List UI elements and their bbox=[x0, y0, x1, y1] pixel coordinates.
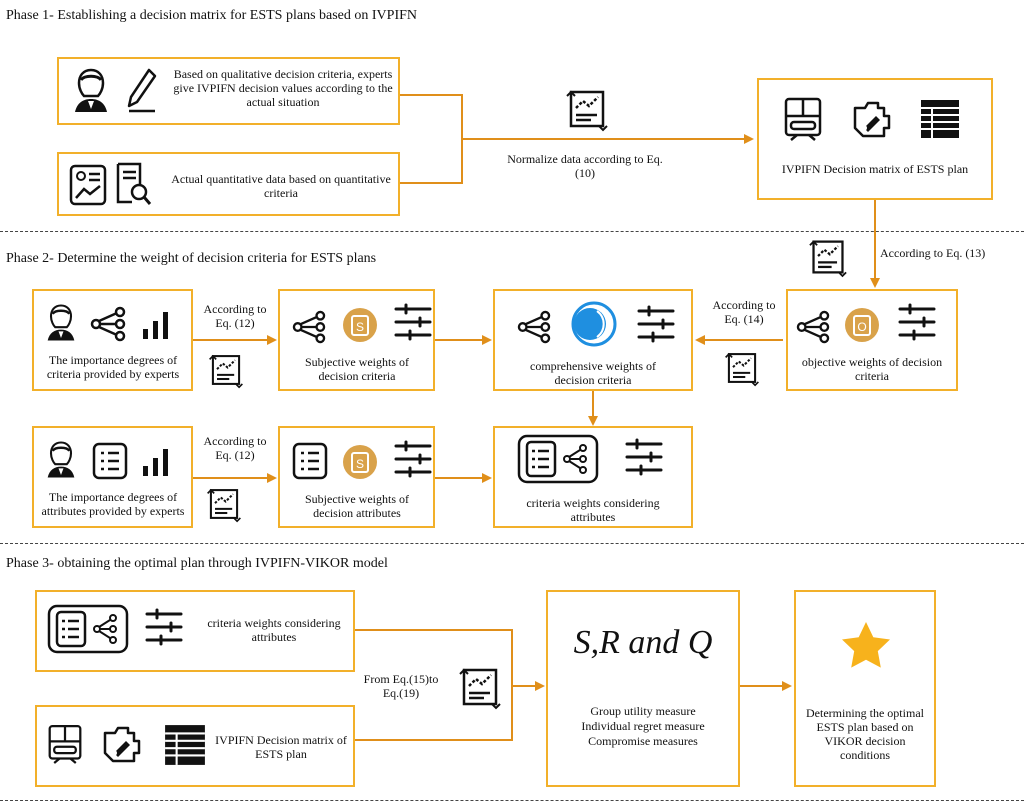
p3-decision-matrix-text: IVPIFN Decision matrix of ESTS plan bbox=[215, 733, 347, 761]
subjective-criteria-box: S Subjective weights of decision criteri… bbox=[278, 289, 435, 391]
table-icon bbox=[165, 725, 205, 765]
normalize-label: Normalize data according to Eq.(10) bbox=[507, 152, 663, 180]
bar-chart-icon bbox=[143, 312, 168, 339]
eq15-19-label: From Eq.(15)to Eq.(19) bbox=[363, 672, 439, 700]
importance-attributes-text: The importance degrees of attributes pro… bbox=[41, 490, 185, 518]
star-icon bbox=[842, 622, 890, 668]
train-icon bbox=[48, 724, 82, 764]
id-card-icon bbox=[69, 164, 107, 206]
list-network-icon bbox=[517, 434, 599, 484]
sliders-icon bbox=[637, 305, 675, 343]
optimal-plan-text: Determining the optimal ESTS plan based … bbox=[806, 706, 924, 762]
importance-criteria-box: The importance degrees of criteria provi… bbox=[32, 289, 193, 391]
expert-icon bbox=[47, 304, 75, 341]
list-icon bbox=[92, 442, 128, 480]
list-network-icon bbox=[47, 604, 129, 654]
document-search-icon bbox=[116, 162, 152, 205]
phase-1-title: Phase 1- Establishing a decision matrix … bbox=[6, 8, 418, 23]
expert-icon bbox=[47, 441, 75, 478]
p3-decision-matrix-box: IVPIFN Decision matrix of ESTS plan bbox=[35, 705, 355, 787]
sliders-icon bbox=[394, 440, 432, 478]
p3-criteria-attributes-box: criteria weights considering attributes bbox=[35, 590, 355, 672]
importance-criteria-text: The importance degrees of criteria provi… bbox=[46, 353, 180, 381]
group-utility-text: Group utility measure bbox=[590, 704, 696, 718]
engine-icon bbox=[853, 101, 891, 138]
pencil-icon bbox=[127, 68, 157, 113]
badge-letter: S bbox=[356, 320, 364, 334]
quantitative-data-box: Actual quantitative data based on quanti… bbox=[57, 152, 400, 216]
chart-doc-icon bbox=[209, 354, 243, 389]
importance-attributes-box: The importance degrees of attributes pro… bbox=[32, 426, 193, 528]
sliders-icon bbox=[145, 608, 183, 646]
experts-evaluation-text: Based on qualitative decision criteria, … bbox=[173, 67, 393, 109]
individual-regret-text: Individual regret measure bbox=[581, 719, 705, 733]
chart-doc-icon bbox=[809, 240, 847, 278]
phase-3-title: Phase 3- obtaining the optimal plan thro… bbox=[6, 556, 388, 571]
decision-matrix-text: IVPIFN Decision matrix of ESTS plan bbox=[781, 162, 969, 176]
optimal-plan-box: Determining the optimal ESTS plan based … bbox=[794, 590, 936, 787]
overlap-circles-icon bbox=[571, 301, 617, 347]
comprehensive-weights-box: comprehensive weights of decision criter… bbox=[493, 289, 693, 391]
subjective-attributes-text: Subjective weights of decision attribute… bbox=[305, 492, 409, 520]
badge-icon: S bbox=[343, 308, 377, 342]
network-icon bbox=[796, 310, 830, 344]
srq-title: S,R and Q bbox=[573, 624, 713, 661]
separator-3 bbox=[0, 800, 1024, 801]
objective-weights-box: O objective weights of decision criteria bbox=[786, 289, 958, 391]
p3-criteria-attributes-text: criteria weights considering attributes bbox=[207, 616, 341, 644]
list-icon bbox=[292, 442, 328, 480]
criteria-attributes-box: criteria weights considering attributes bbox=[493, 426, 693, 528]
chart-doc-icon bbox=[207, 488, 241, 523]
srq-measures-box: S,R and Q Group utility measure Individu… bbox=[546, 590, 740, 787]
separator-2 bbox=[0, 543, 1024, 544]
network-icon bbox=[292, 310, 326, 344]
bar-chart-icon bbox=[143, 449, 168, 476]
badge-letter: S bbox=[356, 457, 364, 471]
compromise-text: Compromise measures bbox=[588, 734, 698, 748]
badge-letter: O bbox=[857, 320, 866, 334]
comprehensive-weights-text: comprehensive weights of decision criter… bbox=[530, 359, 656, 387]
network-icon bbox=[517, 310, 551, 344]
chart-doc-icon bbox=[725, 352, 759, 387]
decision-matrix-box: IVPIFN Decision matrix of ESTS plan bbox=[757, 78, 993, 200]
chart-doc-icon bbox=[566, 90, 608, 132]
eq12-label-a: According to Eq. (12) bbox=[203, 302, 267, 330]
subjective-criteria-text: Subjective weights of decision criteria bbox=[305, 355, 409, 383]
quantitative-data-text: Actual quantitative data based on quanti… bbox=[171, 172, 391, 200]
sliders-icon bbox=[625, 438, 663, 476]
badge-icon: O bbox=[845, 308, 879, 342]
network-icon bbox=[90, 306, 126, 342]
criteria-attributes-text: criteria weights considering attributes bbox=[526, 496, 660, 524]
train-icon bbox=[784, 97, 822, 141]
eq14-label: According to Eq. (14) bbox=[712, 298, 776, 326]
eq13-label: According to Eq. (13) bbox=[880, 246, 986, 260]
eq12-label-b: According to Eq. (12) bbox=[203, 434, 267, 462]
objective-weights-text: objective weights of decision criteria bbox=[801, 355, 943, 383]
subjective-attributes-box: S Subjective weights of decision attribu… bbox=[278, 426, 435, 528]
experts-evaluation-box: Based on qualitative decision criteria, … bbox=[57, 57, 400, 125]
phase-2-title: Phase 2- Determine the weight of decisio… bbox=[6, 251, 377, 266]
engine-icon bbox=[103, 726, 141, 763]
separator-1 bbox=[0, 231, 1024, 232]
chart-doc-icon bbox=[459, 668, 501, 710]
expert-icon bbox=[75, 68, 107, 112]
badge-icon: S bbox=[343, 445, 377, 479]
sliders-icon bbox=[898, 303, 936, 341]
table-icon bbox=[921, 100, 959, 138]
sliders-icon bbox=[394, 303, 432, 341]
